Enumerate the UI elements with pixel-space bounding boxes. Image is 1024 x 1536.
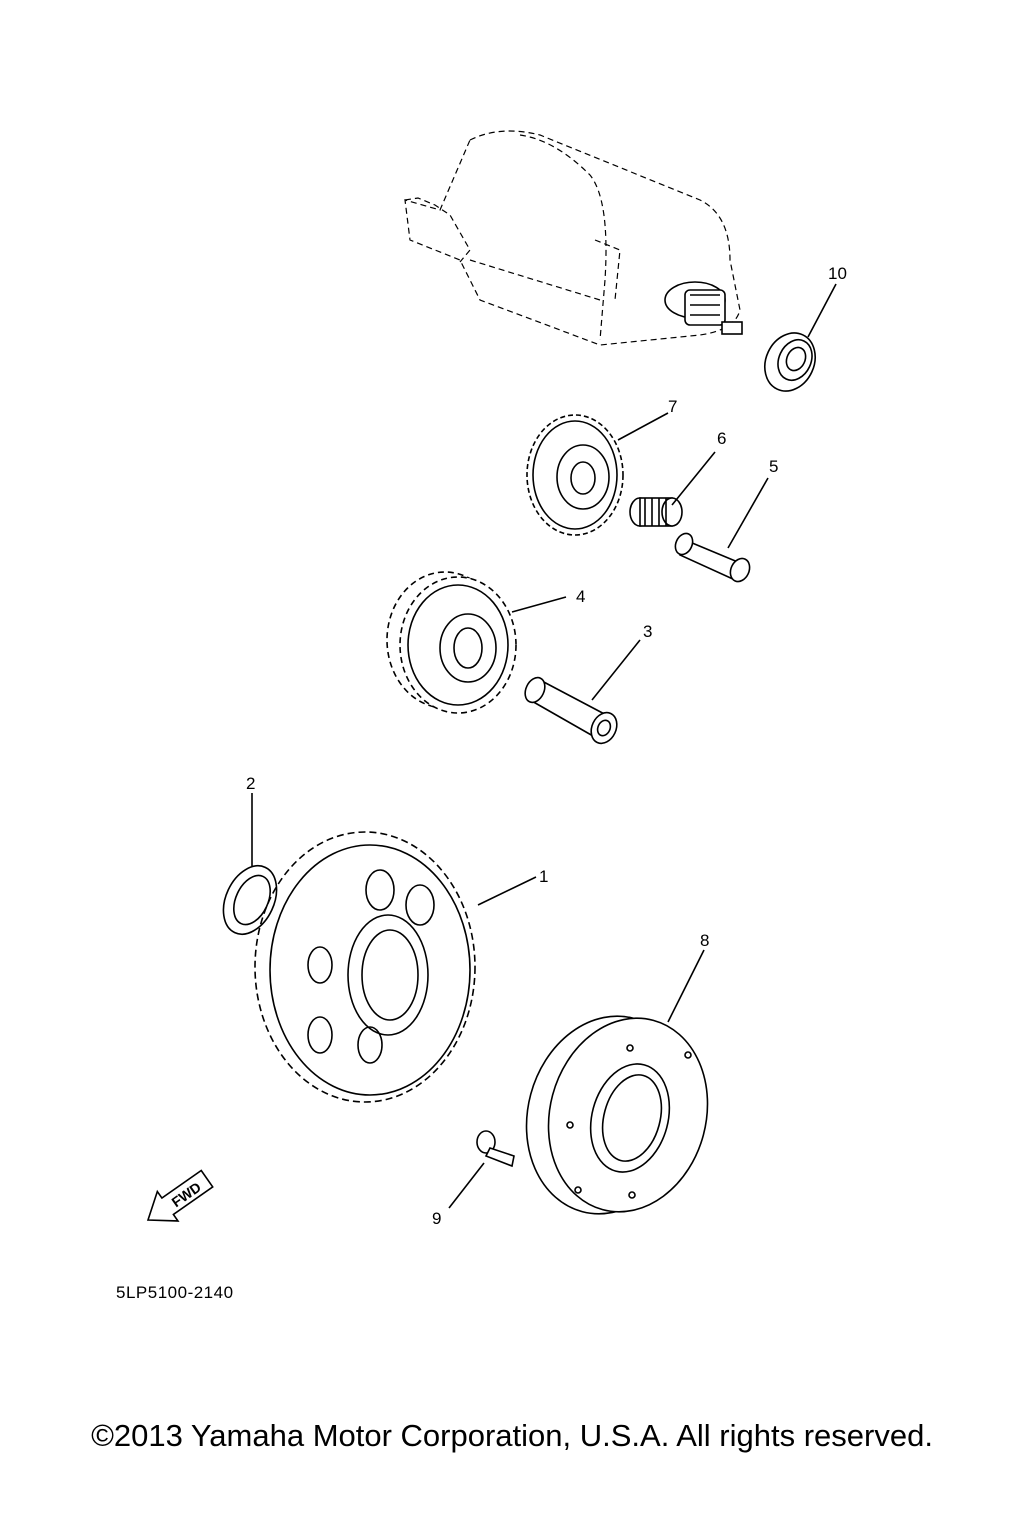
callout-8: 8: [700, 931, 709, 950]
callout-10: 10: [828, 264, 847, 283]
callout-7: 7: [668, 397, 677, 416]
drawing-code: 5LP5100-2140: [116, 1283, 234, 1302]
callout-6: 6: [717, 429, 726, 448]
copyright-notice: ©2013 Yamaha Motor Corporation, U.S.A. A…: [91, 1418, 933, 1453]
callout-5: 5: [769, 457, 778, 476]
starter-motor-outline: [404, 130, 743, 346]
callout-2: 2: [246, 774, 255, 793]
shaft-part-5: [674, 477, 769, 583]
bolt-part-9: [448, 1130, 515, 1209]
shaft-part-3: [524, 639, 641, 745]
clutch-part-8: [525, 949, 709, 1215]
washer-part-2: [222, 793, 278, 935]
fwd-arrow-icon: FWD: [146, 1169, 214, 1222]
needle-bearing-part-6: [629, 451, 716, 527]
callout-3: 3: [643, 622, 652, 641]
callout-9: 9: [432, 1209, 441, 1228]
bearing-part-10: [764, 283, 837, 392]
gear-part-4: [386, 571, 567, 714]
gear-part-1: [254, 831, 537, 1103]
callout-4: 4: [576, 587, 585, 606]
callout-1: 1: [539, 867, 548, 886]
gear-part-7: [526, 412, 669, 536]
